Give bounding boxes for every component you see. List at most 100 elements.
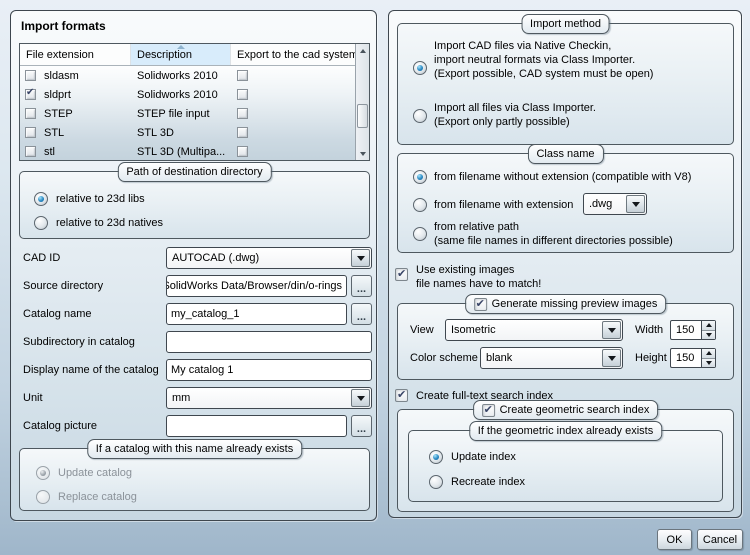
catalog-picture-field[interactable] (166, 415, 347, 437)
file-extension-cell: stl (44, 145, 55, 158)
geometric-index-checkbox[interactable] (481, 403, 495, 417)
preview-images-group: Generate missing preview images View Iso… (397, 294, 734, 380)
table-row-stl-upper[interactable]: STL STL 3D (20, 123, 355, 142)
cancel-button[interactable]: Cancel (697, 529, 743, 550)
radio-label-line[interactable]: (same file names in different directorie… (434, 235, 673, 247)
table-row-step[interactable]: STEP STEP file input (20, 104, 355, 123)
export-checkbox[interactable] (237, 108, 248, 119)
radio-label-line[interactable]: Import all files via Class Importer. (434, 102, 596, 114)
color-scheme-combo[interactable]: blank (480, 347, 623, 369)
export-checkbox[interactable] (237, 89, 248, 100)
dropdown-button[interactable] (602, 349, 621, 367)
unit-combo[interactable]: mm (166, 387, 372, 409)
group-title-label: Path of destination directory (126, 166, 263, 178)
radio-recreate-index[interactable] (429, 475, 443, 489)
radio-relative-23d-libs-label[interactable]: relative to 23d libs (56, 193, 145, 205)
group-title-label[interactable]: Generate missing preview images (491, 298, 658, 310)
import-checkbox[interactable] (25, 108, 36, 119)
extension-combo[interactable]: .dwg (583, 193, 647, 215)
fulltext-index-checkbox[interactable] (395, 388, 408, 402)
scrollbar-thumb[interactable] (357, 104, 368, 128)
use-existing-images-checkbox[interactable] (395, 267, 408, 281)
cad-id-combo[interactable]: AUTOCAD (.dwg) (166, 247, 372, 269)
table-row-sldasm[interactable]: sldasm Solidworks 2010 (20, 66, 355, 85)
generate-preview-checkbox[interactable] (473, 297, 487, 311)
radio-filename-with-extension[interactable] (413, 198, 427, 212)
import-checkbox[interactable] (25, 70, 36, 81)
chevron-down-icon (356, 255, 365, 261)
radio-filename-without-extension[interactable] (413, 170, 427, 184)
ok-button[interactable]: OK (657, 529, 692, 550)
export-checkbox[interactable] (237, 146, 248, 157)
column-header-description[interactable]: Description (131, 44, 231, 65)
table-row-stl-lower[interactable]: stl STL 3D (Multipa... (20, 142, 355, 160)
width-spinner[interactable]: 150 (670, 320, 716, 340)
left-panel: Import formats File extension Descriptio… (10, 10, 377, 521)
spin-down-button[interactable] (702, 330, 715, 339)
dropdown-button[interactable] (351, 249, 370, 267)
export-checkbox[interactable] (237, 70, 248, 81)
radio-label-line[interactable]: (Export only partly possible) (434, 116, 570, 128)
radio-native-checkin-label[interactable]: Import CAD files via Native Checkin, imp… (434, 39, 653, 81)
checkbox-label-line[interactable]: Use existing images (416, 264, 515, 276)
view-combo[interactable]: Isometric (445, 319, 623, 341)
radio-relative-23d-natives-label[interactable]: relative to 23d natives (56, 217, 164, 229)
radio-relative-23d-natives[interactable] (34, 216, 48, 230)
fulltext-index-label[interactable]: Create full-text search index (416, 390, 553, 402)
column-header-label: File extension (26, 48, 94, 61)
spin-up-button[interactable] (702, 321, 715, 331)
spin-down-button[interactable] (702, 358, 715, 367)
catalog-name-field[interactable]: my_catalog_1 (166, 303, 347, 325)
table-scrollbar[interactable] (355, 44, 369, 160)
group-title-label[interactable]: Create geometric search index (499, 404, 650, 416)
catalog-name-browse-button[interactable]: ... (351, 303, 372, 325)
source-directory-browse-button[interactable]: ... (351, 275, 372, 297)
radio-label-line[interactable]: import neutral formats via Class Importe… (434, 54, 636, 66)
radio-class-importer-label[interactable]: Import all files via Class Importer. (Ex… (434, 101, 596, 129)
dropdown-button[interactable] (626, 195, 645, 213)
radio-replace-catalog (36, 490, 50, 504)
height-spinner[interactable]: 150 (670, 348, 716, 368)
source-directory-value: SolidWorks Data/Browser/din/o-rings (166, 280, 342, 292)
import-checkbox[interactable] (25, 127, 36, 138)
table-row-sldprt[interactable]: sldprt Solidworks 2010 (20, 85, 355, 104)
dropdown-button[interactable] (602, 321, 621, 339)
radio-native-checkin[interactable] (413, 61, 427, 75)
catalog-name-label: Catalog name (23, 308, 92, 320)
height-label: Height (635, 352, 667, 364)
radio-recreate-index-label[interactable]: Recreate index (451, 476, 525, 488)
scroll-up-button[interactable] (356, 44, 369, 57)
subdirectory-field[interactable] (166, 331, 372, 353)
column-header-export[interactable]: Export to the cad system (231, 44, 355, 65)
radio-relative-path-label[interactable]: from relative path (same file names in d… (434, 220, 673, 248)
source-directory-field[interactable]: SolidWorks Data/Browser/din/o-rings (166, 275, 347, 297)
geometric-index-group-title: Create geometric search index (472, 400, 659, 420)
view-value: Isometric (451, 324, 496, 336)
radio-class-importer[interactable] (413, 109, 427, 123)
radio-label-line[interactable]: Import CAD files via Native Checkin, (434, 40, 612, 52)
column-header-file-extension[interactable]: File extension (20, 44, 131, 65)
display-name-field[interactable]: My catalog 1 (166, 359, 372, 381)
radio-filename-without-extension-label[interactable]: from filename without extension (compati… (434, 171, 692, 183)
radio-filename-with-extension-label[interactable]: from filename with extension (434, 199, 574, 211)
radio-relative-path[interactable] (413, 227, 427, 241)
spin-up-button[interactable] (702, 349, 715, 359)
import-checkbox[interactable] (25, 87, 36, 100)
chevron-down-icon (631, 201, 640, 207)
description-cell: STEP file input (137, 107, 210, 120)
class-name-group-title: Class name (527, 144, 604, 164)
import-checkbox[interactable] (25, 146, 36, 157)
radio-update-index-label[interactable]: Update index (451, 451, 516, 463)
dropdown-button[interactable] (351, 389, 370, 407)
radio-label-line[interactable]: (Export possible, CAD system must be ope… (434, 68, 654, 80)
use-existing-images-label[interactable]: Use existing images file names have to m… (416, 263, 541, 291)
import-method-group: Import method Import CAD files via Nativ… (397, 14, 734, 145)
radio-update-index[interactable] (429, 450, 443, 464)
radio-label-line[interactable]: from relative path (434, 221, 519, 233)
catalog-picture-browse-button[interactable]: ... (351, 415, 372, 437)
radio-relative-23d-libs[interactable] (34, 192, 48, 206)
checkbox-label-line[interactable]: file names have to match! (416, 278, 542, 290)
scroll-down-button[interactable] (356, 147, 369, 160)
arrow-down-icon (359, 151, 366, 156)
export-checkbox[interactable] (237, 127, 248, 138)
